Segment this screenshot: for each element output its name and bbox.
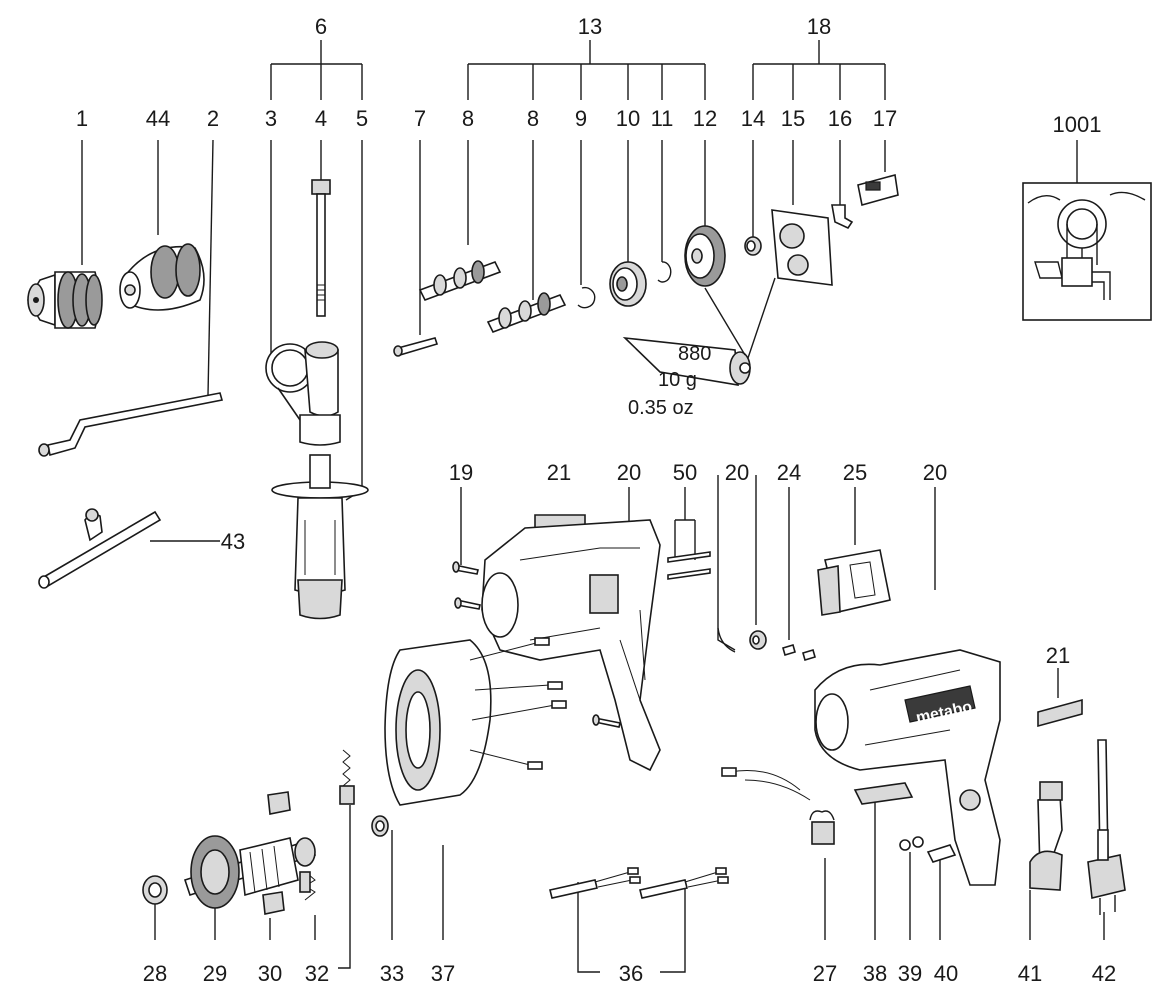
part-number-labels: 6 13 18 1 44 2 3 4 5 7 8 8 9 10 11 12 14… bbox=[76, 14, 1116, 986]
stator bbox=[384, 637, 567, 806]
label-10: 10 bbox=[616, 106, 640, 131]
nameplate-21-right bbox=[1037, 698, 1083, 728]
label-3: 3 bbox=[265, 106, 277, 131]
carbon-brush-caps bbox=[782, 644, 816, 661]
depth-stop-rod bbox=[38, 392, 224, 457]
trigger-switch bbox=[817, 549, 891, 616]
label-39: 39 bbox=[898, 961, 922, 986]
label-15: 15 bbox=[781, 106, 805, 131]
switch-clip bbox=[857, 173, 899, 207]
label-2: 2 bbox=[207, 106, 219, 131]
armature bbox=[183, 835, 317, 909]
group-bracket-18 bbox=[752, 40, 886, 100]
spindle-lower bbox=[486, 292, 567, 334]
brush-spring-lower bbox=[299, 871, 316, 901]
brush-leads bbox=[721, 767, 835, 845]
cable-guard bbox=[1029, 781, 1063, 891]
label-8a: 8 bbox=[462, 106, 474, 131]
label-18: 18 bbox=[807, 14, 831, 39]
group-bracket-13 bbox=[467, 40, 706, 100]
housing-half-left bbox=[481, 519, 661, 772]
keyless-chuck bbox=[119, 243, 205, 311]
label-11: 11 bbox=[651, 106, 674, 131]
label-13: 13 bbox=[578, 14, 602, 39]
power-cord-plug bbox=[1087, 739, 1126, 915]
label-1: 1 bbox=[76, 106, 88, 131]
label-33: 33 bbox=[380, 961, 404, 986]
label-14: 14 bbox=[741, 106, 765, 131]
dowel-pins bbox=[667, 551, 711, 580]
housing-screws bbox=[452, 561, 621, 728]
housing-complete: metabo bbox=[814, 649, 1001, 886]
handle-screw bbox=[311, 179, 331, 317]
label-25: 25 bbox=[843, 460, 867, 485]
label-20a: 20 bbox=[617, 460, 641, 485]
group-bracket-6 bbox=[270, 40, 363, 100]
label-16: 16 bbox=[828, 106, 852, 131]
cable-clamp bbox=[926, 844, 957, 863]
label-6: 6 bbox=[315, 14, 327, 39]
label-27: 27 bbox=[813, 961, 837, 986]
label-5: 5 bbox=[356, 106, 368, 131]
connector-pair-2 bbox=[639, 867, 729, 899]
spring-wire bbox=[717, 627, 736, 653]
ball-bearing bbox=[609, 261, 647, 307]
label-44: 44 bbox=[146, 106, 170, 131]
label-28: 28 bbox=[143, 961, 167, 986]
label-17: 17 bbox=[873, 106, 897, 131]
label-36: 36 bbox=[619, 961, 643, 986]
label-20c: 20 bbox=[923, 460, 947, 485]
rubber-bush bbox=[749, 630, 767, 650]
grease-tube: 880 10 g 0.35 oz bbox=[622, 277, 776, 419]
label-30: 30 bbox=[258, 961, 282, 986]
carbon-brush-lower bbox=[262, 891, 285, 915]
label-21a: 21 bbox=[547, 460, 571, 485]
label-24: 24 bbox=[777, 460, 801, 485]
wiring-diagram bbox=[1022, 182, 1152, 321]
switch-bracket bbox=[831, 204, 854, 230]
label-1001: 1001 bbox=[1053, 112, 1102, 137]
label-43: 43 bbox=[221, 529, 245, 554]
grease-code: 880 bbox=[678, 343, 711, 365]
cable-clamp-screws bbox=[899, 836, 924, 851]
label-41: 41 bbox=[1018, 961, 1042, 986]
rating-label bbox=[853, 782, 914, 805]
chuck-key bbox=[38, 508, 162, 589]
circlip bbox=[577, 286, 596, 309]
spindle-upper bbox=[418, 260, 502, 302]
side-handle-clamp bbox=[265, 341, 341, 446]
gear bbox=[684, 225, 726, 287]
grease-weight-metric: 10 g bbox=[658, 369, 697, 391]
label-20b: 20 bbox=[725, 460, 749, 485]
label-8b: 8 bbox=[527, 106, 539, 131]
label-19: 19 bbox=[449, 460, 473, 485]
pin bbox=[393, 337, 439, 357]
label-37: 37 bbox=[431, 961, 455, 986]
key-chuck bbox=[27, 271, 103, 329]
group-bracket-36 bbox=[577, 882, 686, 973]
gear-plate bbox=[771, 209, 833, 286]
label-21b: 21 bbox=[1046, 643, 1070, 668]
bush bbox=[744, 236, 762, 256]
retaining-ring bbox=[657, 261, 672, 283]
brush-spring-upper bbox=[339, 749, 355, 805]
side-handle-grip bbox=[271, 454, 369, 620]
label-4: 4 bbox=[315, 106, 327, 131]
label-50: 50 bbox=[673, 460, 697, 485]
label-12: 12 bbox=[693, 106, 717, 131]
grease-weight-imperial: 0.35 oz bbox=[628, 397, 694, 419]
carbon-brush-upper bbox=[267, 791, 291, 815]
label-42: 42 bbox=[1092, 961, 1116, 986]
label-40: 40 bbox=[934, 961, 958, 986]
label-32: 32 bbox=[305, 961, 329, 986]
washer bbox=[371, 815, 389, 837]
label-9: 9 bbox=[575, 106, 587, 131]
label-38: 38 bbox=[863, 961, 887, 986]
armature-bearing bbox=[142, 875, 168, 905]
connector-pair-1 bbox=[549, 867, 641, 899]
label-7: 7 bbox=[414, 106, 426, 131]
label-29: 29 bbox=[203, 961, 227, 986]
